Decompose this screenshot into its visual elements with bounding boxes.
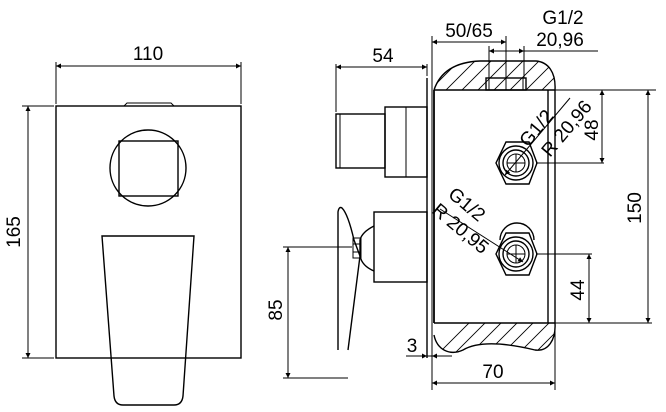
top-section-outline <box>433 60 556 91</box>
side-view: 54 85 3 <box>266 46 452 386</box>
depth-range-label: 50/65 <box>445 21 493 42</box>
top-notch <box>123 102 175 107</box>
top-thread-label: G1/2 <box>542 8 583 29</box>
diverter-knob-square <box>118 140 179 197</box>
front-view: 110 165 <box>4 44 242 406</box>
lever-handle <box>101 235 195 406</box>
lever-side-profile <box>337 206 361 351</box>
lower-port-fitting <box>495 222 592 276</box>
upper-port-offset-label: 48 <box>582 119 603 140</box>
cover-plate <box>55 105 242 359</box>
diverter-knob-circle <box>109 129 187 207</box>
side-projection-label: 54 <box>372 46 394 67</box>
lower-port-offset-label: 44 <box>568 279 589 301</box>
total-height-label: 150 <box>625 192 646 224</box>
cartridge-housing <box>373 211 428 283</box>
diverter-knob-side <box>335 113 386 169</box>
front-height-label: 165 <box>4 216 25 248</box>
upper-port-fitting <box>495 141 604 185</box>
wall-offset-label: 3 <box>407 336 418 357</box>
valve-body-section: 50/65 G1/2 20,96 G1/2 R 20,96 G1/2 R 20,… <box>428 8 656 390</box>
top-thread-size-label: 20,96 <box>536 30 584 51</box>
bottom-section-outline <box>433 322 556 353</box>
lever-height-label: 85 <box>266 299 287 320</box>
front-width-label: 110 <box>133 44 163 65</box>
body-depth-label: 70 <box>482 362 503 383</box>
top-hatching <box>434 61 556 90</box>
